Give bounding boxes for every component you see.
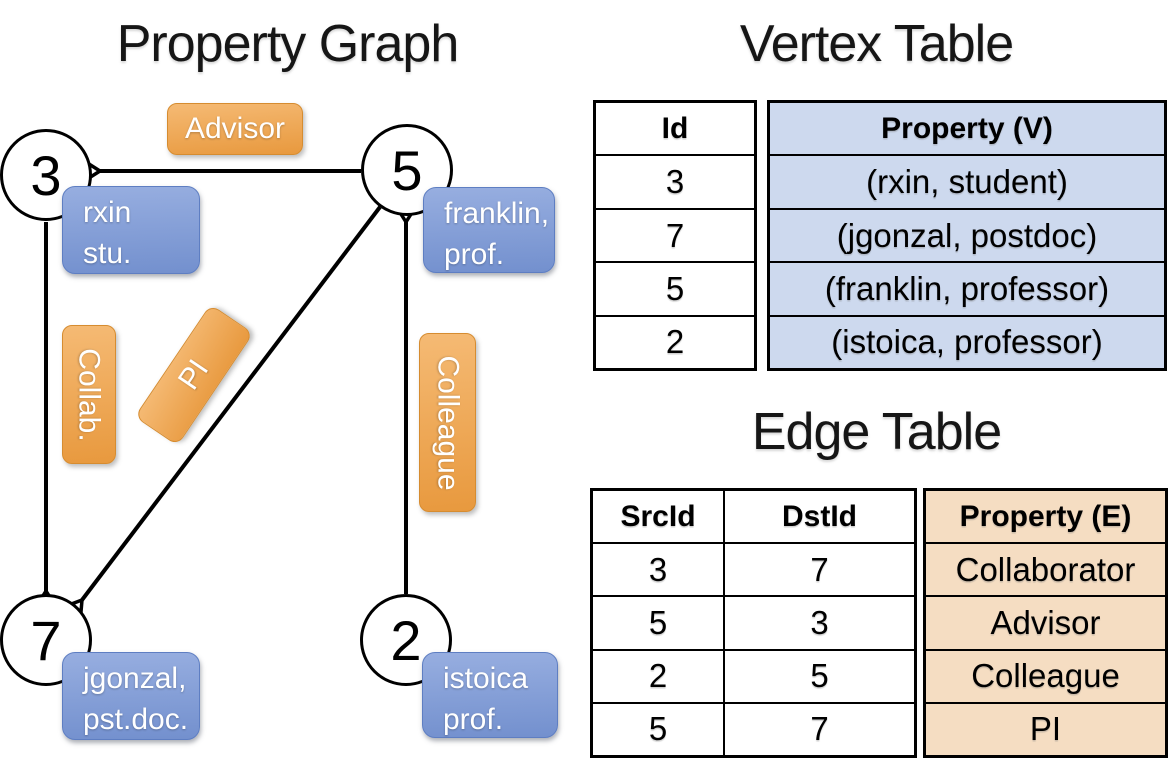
graph-edges-layer (35, 160, 417, 618)
edge-row-src: 5 (648, 604, 668, 641)
vertex-row-id: 5 (596, 261, 754, 314)
node-7-prop-line2: pst.doc. (83, 703, 189, 736)
edge-table-property-column: Property (E) Collaborator Advisor Collea… (923, 488, 1168, 758)
node-7-prop-line1: jgonzal, (83, 662, 187, 695)
node-2-prop-line2: prof. (443, 703, 504, 736)
node-5-prop-line1: franklin, (444, 197, 550, 230)
vertex-table-title: Vertex Table (739, 15, 1014, 73)
vertex-table-id-header: Id (661, 111, 689, 145)
edge-row-property: Advisor (926, 595, 1165, 648)
edge-label-colleague: Colleague (419, 333, 476, 512)
edge-row-property: Colleague (926, 648, 1165, 702)
node-7-property-card: jgonzal, pst.doc. (62, 652, 200, 740)
edge-table-dst-header: DstId (723, 491, 914, 543)
node-3-property-card: rxin stu. (62, 186, 200, 274)
edge-label-colleague-text: Colleague (431, 354, 465, 491)
vertex-table-property-column: Property (V) (rxin, student) (jgonzal, p… (767, 100, 1167, 371)
edge-row-src: 3 (648, 550, 668, 588)
vertex-row-id: 7 (596, 207, 754, 261)
node-5-id: 5 (391, 138, 423, 202)
node-5-prop-line2: prof. (444, 238, 505, 271)
node-2-id: 2 (390, 608, 422, 672)
edge-row-ids: 5 3 (593, 595, 914, 649)
vertex-row-id: 3 (596, 154, 754, 207)
edge-row-src: 5 (648, 710, 668, 748)
edge-table-src-dst-header: SrcId DstId (593, 491, 914, 543)
edge-label-advisor-text: Advisor (184, 112, 286, 145)
vertex-row-property: (istoica, professor) (770, 314, 1164, 368)
node-2-property-card: istoica prof. (422, 652, 558, 738)
edge-table-src-dst-columns: SrcId DstId 3 7 5 3 2 5 5 7 (590, 488, 917, 758)
node-2-prop-line1: istoica (443, 662, 529, 695)
edge-row-property: PI (926, 701, 1165, 755)
edge-row-dst: 7 (723, 703, 914, 756)
edge-row-dst: 5 (723, 650, 914, 702)
vertex-row-property: (rxin, student) (770, 154, 1164, 207)
vertex-table-property-header: Property (V) (881, 111, 1053, 145)
edge-row-dst: 7 (723, 544, 914, 596)
edge-table-property-header: Property (E) (959, 499, 1132, 533)
vertex-row-property: (jgonzal, postdoc) (770, 207, 1164, 261)
vertex-row-id: 2 (596, 314, 754, 368)
edge-label-collab: Collab. (62, 325, 116, 464)
edge-row-ids: 5 7 (593, 701, 914, 756)
edge-row-ids: 2 5 (593, 648, 914, 702)
edge-row-property: Collaborator (926, 542, 1165, 595)
node-3-prop-line1: rxin (83, 196, 132, 229)
node-3-prop-line2: stu. (83, 237, 132, 270)
node-2-circle: 2 (360, 594, 452, 686)
node-3-id: 3 (30, 143, 62, 207)
vertex-table-id-column: Id 3 7 5 2 (593, 100, 757, 371)
edge-pi-5-to-7 (64, 205, 382, 618)
edge-table-title: Edge Table (751, 403, 1002, 461)
edge-table-src-header: SrcId (620, 499, 696, 533)
edge-row-dst: 3 (723, 597, 914, 649)
property-graph-title: Property Graph (116, 15, 460, 73)
node-7-id: 7 (30, 608, 62, 672)
edge-label-collab-text: Collab. (73, 347, 107, 442)
edge-label-advisor: Advisor (167, 103, 303, 155)
edge-label-pi-text: PI (171, 353, 216, 396)
node-5-property-card: franklin, prof. (423, 187, 555, 273)
edge-row-ids: 3 7 (593, 542, 914, 596)
vertex-row-property: (franklin, professor) (770, 261, 1164, 314)
edge-row-src: 2 (648, 657, 668, 695)
